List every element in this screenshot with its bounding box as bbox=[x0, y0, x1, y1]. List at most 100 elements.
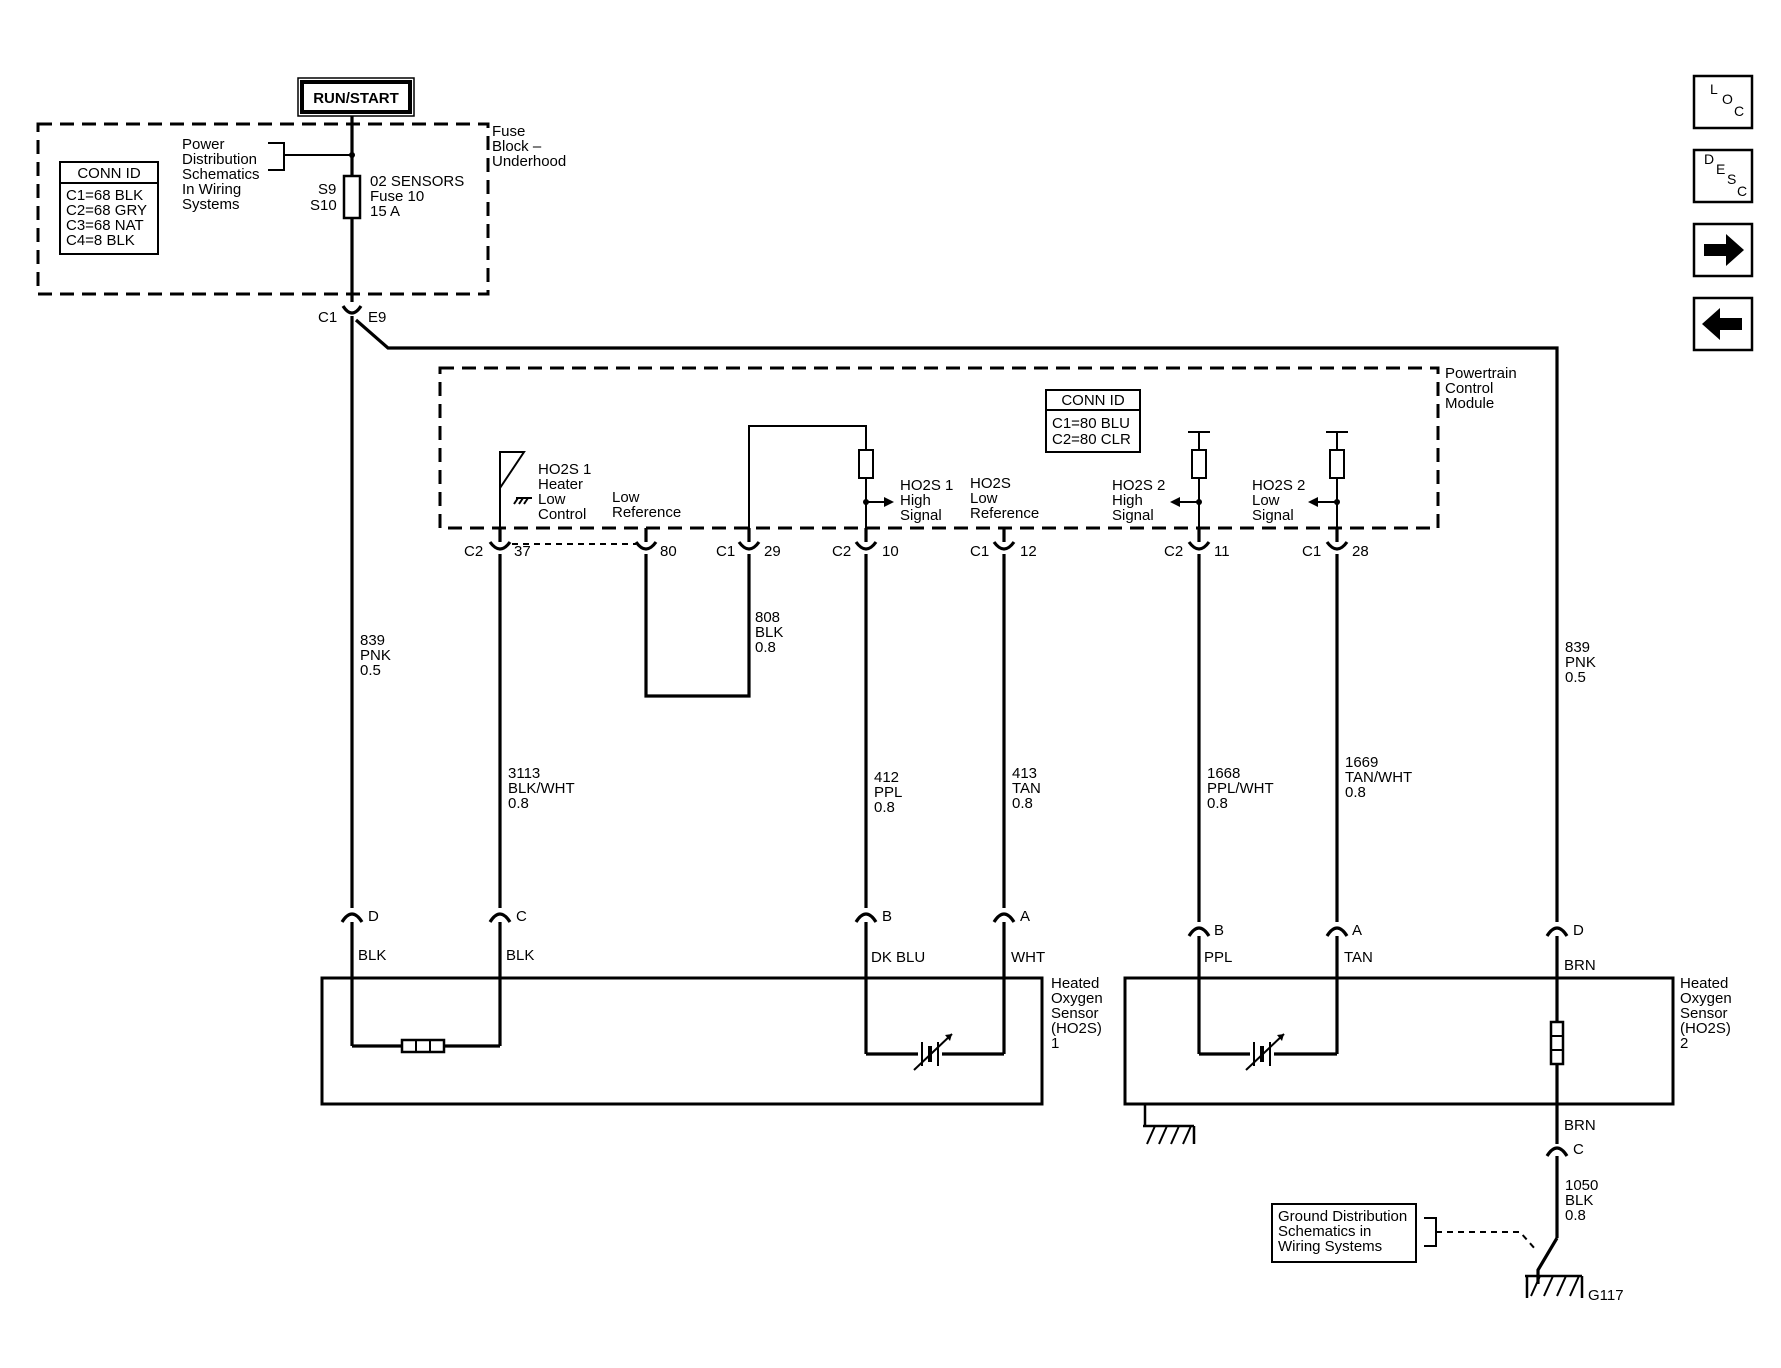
fuse-conn-id-4: C4=8 BLK bbox=[66, 232, 135, 249]
pcm-label-1: Powertrain bbox=[1445, 365, 1517, 382]
svg-text:412: 412 bbox=[874, 769, 899, 786]
s1-pin-a: A bbox=[1020, 908, 1030, 925]
prev-button[interactable] bbox=[1692, 296, 1754, 352]
svg-text:413: 413 bbox=[1012, 765, 1037, 782]
pcm-pin-12: C1 12 bbox=[970, 541, 1037, 560]
desc-button[interactable]: D E S C bbox=[1692, 148, 1754, 204]
fuse-conn-right: E9 bbox=[368, 309, 386, 326]
s2-bottom-pin: C bbox=[1573, 1141, 1584, 1158]
sensor2-outline bbox=[1123, 976, 1675, 1106]
label-808: 808 BLK 0.8 bbox=[755, 609, 783, 656]
svg-text:0.8: 0.8 bbox=[1565, 1207, 1586, 1224]
fuse-conn-id-1: C1=68 BLK bbox=[66, 187, 143, 204]
low-ref-1-line2: Reference bbox=[612, 504, 681, 521]
fuse-block-label-1: Fuse bbox=[492, 123, 525, 140]
fuse-conn-id-title: CONN ID bbox=[77, 165, 141, 182]
s2-pin-b: B bbox=[1214, 922, 1224, 939]
s2-color-b: PPL bbox=[1204, 949, 1232, 966]
fuse-conn-id-3: C3=68 NAT bbox=[66, 217, 144, 234]
s1-color-b: DK BLU bbox=[871, 949, 925, 966]
sensor1-label-4: (HO2S) bbox=[1051, 1020, 1102, 1037]
s2-color-a: TAN bbox=[1344, 949, 1373, 966]
pcm-pin-37: C2 37 bbox=[464, 541, 531, 560]
desc-letter-e: E bbox=[1716, 161, 1725, 177]
power-dist-5: Systems bbox=[182, 196, 240, 213]
heater-low-4: Control bbox=[538, 506, 586, 523]
label-1668: 1668 PPL/WHT 0.8 bbox=[1207, 765, 1274, 812]
low-ref-2-line1: HO2S bbox=[970, 475, 1011, 492]
fuse-element bbox=[342, 174, 362, 220]
label-1050: 1050 BLK 0.8 bbox=[1565, 1177, 1598, 1224]
loc-button[interactable]: L O C bbox=[1692, 74, 1754, 130]
pin-80-num: 80 bbox=[660, 543, 677, 560]
sensor1-connectors: D C B A bbox=[340, 908, 1030, 925]
fuse-block-outline bbox=[36, 122, 490, 296]
pcm-label-2: Control bbox=[1445, 380, 1493, 397]
fuse-block-label-2: Block – bbox=[492, 138, 542, 155]
label-412: 412 PPL 0.8 bbox=[874, 769, 902, 816]
sensor2-label-4: (HO2S) bbox=[1680, 1020, 1731, 1037]
next-button[interactable] bbox=[1692, 222, 1754, 278]
sensor2-label-2: Oxygen bbox=[1680, 990, 1732, 1007]
ground-dist-bracket bbox=[1424, 1217, 1437, 1247]
svg-text:0.8: 0.8 bbox=[755, 639, 776, 656]
svg-text:0.8: 0.8 bbox=[1345, 784, 1366, 801]
pcm-pin-10: C2 10 bbox=[832, 541, 899, 560]
high-sig-2-line3: Signal bbox=[1112, 507, 1154, 524]
svg-text:1669: 1669 bbox=[1345, 754, 1378, 771]
svg-text:839: 839 bbox=[1565, 639, 1590, 656]
svg-text:BLK/WHT: BLK/WHT bbox=[508, 780, 575, 797]
run-start-label: RUN/START bbox=[313, 90, 399, 107]
s2-color-d: BRN bbox=[1564, 957, 1596, 974]
desc-letter-s: S bbox=[1727, 171, 1736, 187]
pin-11-num: 11 bbox=[1214, 543, 1230, 560]
desc-letter-d: D bbox=[1704, 151, 1714, 167]
svg-text:PPL/WHT: PPL/WHT bbox=[1207, 780, 1274, 797]
svg-text:839: 839 bbox=[360, 632, 385, 649]
wire-808-loop bbox=[644, 554, 751, 698]
loc-letter-o: O bbox=[1722, 91, 1733, 107]
pin-10-conn: C2 bbox=[832, 543, 851, 560]
s1-pin-c: C bbox=[516, 908, 527, 925]
g117-ground-icon bbox=[1525, 1274, 1584, 1298]
svg-text:TAN/WHT: TAN/WHT bbox=[1345, 769, 1412, 786]
low-ref-2-line2: Low bbox=[970, 490, 998, 507]
fuse-conn-id-2: C2=68 GRY bbox=[66, 202, 147, 219]
s1-variable-cell-icon bbox=[913, 1033, 953, 1071]
high-sig-2-line1: HO2S 2 bbox=[1112, 477, 1165, 494]
high-sig-1-arrow bbox=[884, 497, 894, 507]
s1-heater-icon bbox=[400, 1038, 446, 1054]
svg-text:PNK: PNK bbox=[360, 647, 391, 664]
sensor2-label-1: Heated bbox=[1680, 975, 1728, 992]
svg-text:0.8: 0.8 bbox=[1012, 795, 1033, 812]
fuse-rating: 15 A bbox=[370, 203, 400, 220]
sensor1-label-3: Sensor bbox=[1051, 1005, 1099, 1022]
splice-s9: S9 bbox=[318, 181, 336, 198]
splice-s10: S10 bbox=[310, 197, 337, 214]
power-dist-4: In Wiring bbox=[182, 181, 241, 198]
fuse-block-label-3: Underhood bbox=[492, 153, 566, 170]
pcm-conn-id: CONN ID C1=80 BLU C2=80 CLR bbox=[1045, 389, 1141, 453]
s2-case-ground-icon bbox=[1143, 1104, 1196, 1145]
pcm-conn-id-1: C1=80 BLU bbox=[1052, 415, 1130, 432]
heater-low-switch bbox=[499, 451, 526, 530]
s2-connector-c bbox=[1545, 1146, 1569, 1157]
sensor1-label-1: Heated bbox=[1051, 975, 1099, 992]
pcm-resistor-3 bbox=[1329, 449, 1345, 479]
label-839-left: 839 PNK 0.5 bbox=[360, 632, 391, 679]
ground-dist-2: Schematics in bbox=[1278, 1223, 1371, 1240]
left-arrow-icon bbox=[1702, 308, 1742, 340]
svg-text:3113: 3113 bbox=[508, 765, 540, 782]
s1-heater-segments bbox=[415, 1040, 431, 1052]
svg-text:0.5: 0.5 bbox=[360, 662, 381, 679]
pcm-outline bbox=[438, 366, 1440, 530]
s1-color-a: WHT bbox=[1011, 949, 1045, 966]
svg-text:0.8: 0.8 bbox=[874, 799, 895, 816]
s2-pin-a: A bbox=[1352, 922, 1362, 939]
heater-low-1: HO2S 1 bbox=[538, 461, 591, 478]
ground-dist-box: Ground Distribution Schematics in Wiring… bbox=[1271, 1203, 1417, 1263]
sensor1-label-2: Oxygen bbox=[1051, 990, 1103, 1007]
svg-text:808: 808 bbox=[755, 609, 780, 626]
pin-10-num: 10 bbox=[882, 543, 899, 560]
pin-12-conn: C1 bbox=[970, 543, 989, 560]
